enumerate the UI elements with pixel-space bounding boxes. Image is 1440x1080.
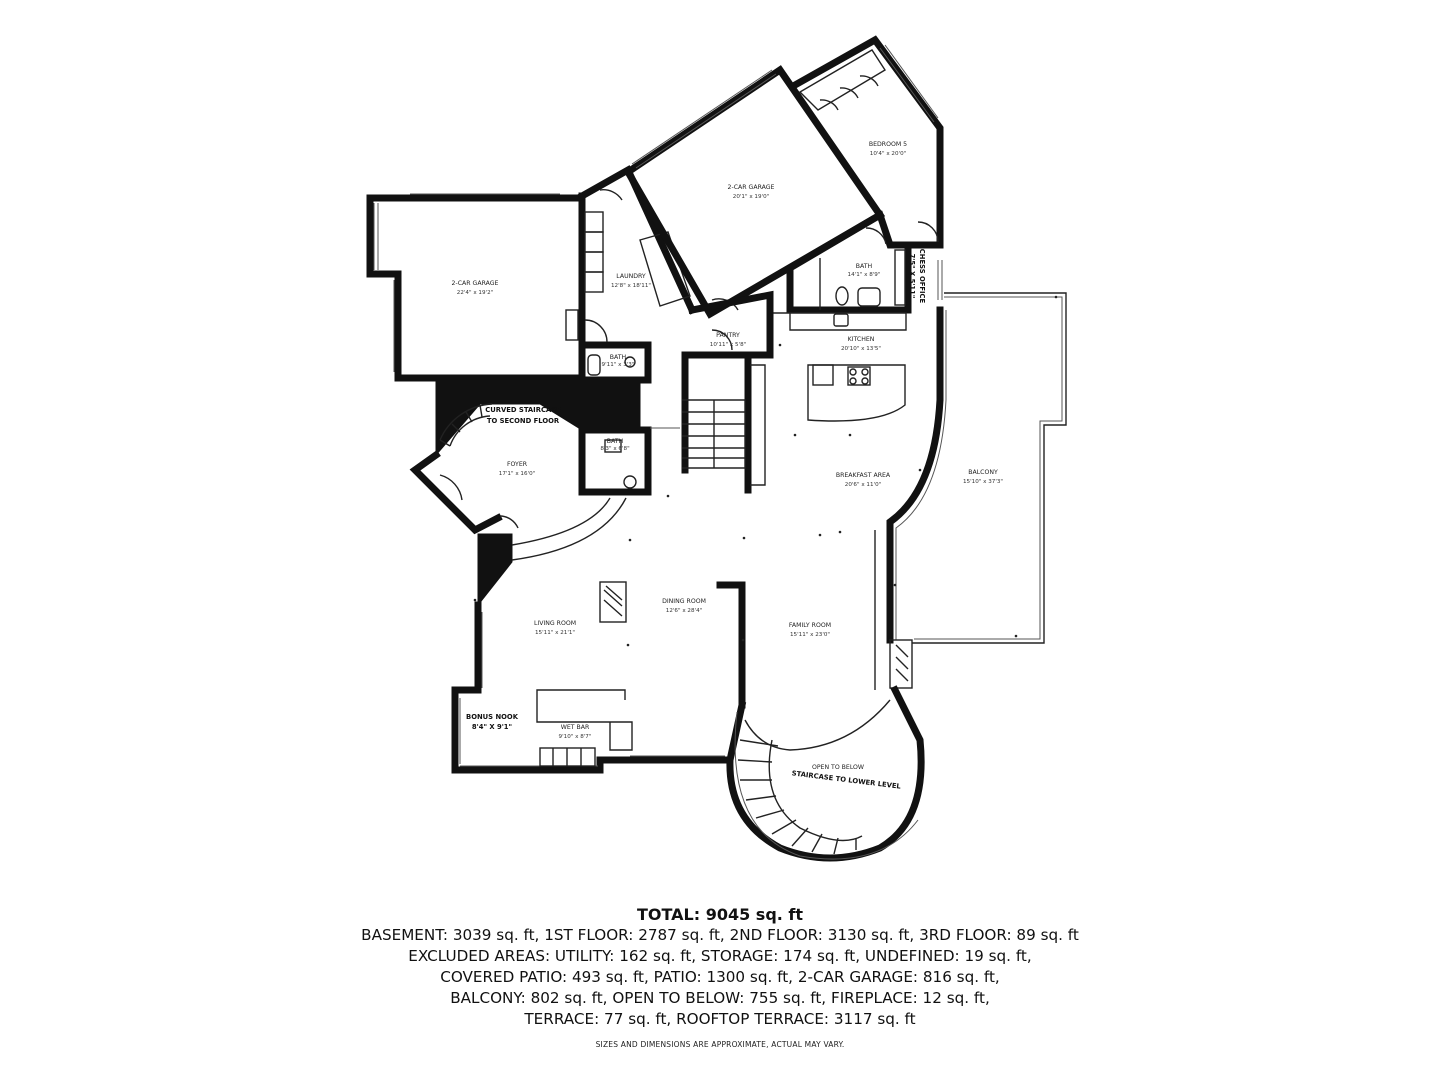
label-garage-right: 2-CAR GARAGE xyxy=(728,184,775,191)
dims-balcony: 15'10" x 37'3" xyxy=(963,479,1003,485)
label-kitchen: KITCHEN xyxy=(848,336,875,343)
label-garage-left: 2-CAR GARAGE xyxy=(452,280,499,287)
dims-pantry: 10'11" x 5'8" xyxy=(710,342,747,348)
living-walls xyxy=(451,581,746,774)
label-staircase-lower: STAIRCASE TO LOWER LEVEL xyxy=(791,769,902,790)
total-area: TOTAL: 9045 sq. ft xyxy=(636,905,804,924)
label-chess-office: CHESS OFFICE xyxy=(918,249,926,304)
label-balcony: BALCONY xyxy=(968,469,998,476)
dims-wet-bar: 9'10" x 8'7" xyxy=(559,734,592,740)
label-dining: DINING ROOM xyxy=(662,598,706,605)
dims-laundry: 12'8" x 18'11" xyxy=(611,283,651,289)
kitchen-walls xyxy=(766,306,907,422)
outlet-dots xyxy=(473,295,1058,647)
dims-bonus-nook: 8'4" X 9'1" xyxy=(472,723,512,731)
dims-breakfast: 20'6" x 11'0" xyxy=(845,482,882,488)
dims-chess-office: 7'5" X 5'11" xyxy=(908,254,916,299)
label-living: LIVING ROOM xyxy=(534,620,576,627)
summary-line-excluded: EXCLUDED AREAS: UTILITY: 162 sq. ft, STO… xyxy=(408,947,1032,965)
floor-plan: 2-CAR GARAGE 22'4" x 19'2" LAUNDRY 12'8"… xyxy=(366,35,1067,862)
label-bath-laundry: BATH xyxy=(610,354,627,361)
dims-bath-laundry: 9'11" x 3'3" xyxy=(602,362,635,368)
label-curved-staircase-1: CURVED STAIRCASE xyxy=(485,406,561,414)
bedroom5-walls xyxy=(790,35,944,249)
label-bath-foyer: BATH xyxy=(607,438,624,445)
label-bedroom5: BEDROOM 5 xyxy=(869,141,907,148)
solid-masses xyxy=(435,379,641,607)
label-family: FAMILY ROOM xyxy=(789,622,831,629)
label-bonus-nook: BONUS NOOK xyxy=(466,713,519,721)
dims-bath-upper: 14'1" x 8'9" xyxy=(848,272,881,278)
upper-bath-walls xyxy=(786,210,943,314)
label-wet-bar: WET BAR xyxy=(561,724,590,731)
label-pantry: PANTRY xyxy=(716,332,740,339)
dims-living: 15'11" x 21'1" xyxy=(535,630,575,636)
foyer-walls xyxy=(409,403,627,561)
dims-dining: 12'6" x 28'4" xyxy=(666,608,703,614)
balcony-area xyxy=(912,292,1067,644)
right-garage-walls xyxy=(623,65,886,319)
disclaimer: SIZES AND DIMENSIONS ARE APPROXIMATE, AC… xyxy=(595,1040,845,1049)
label-foyer: FOYER xyxy=(507,461,528,468)
area-summary: TOTAL: 9045 sq. ft BASEMENT: 3039 sq. ft… xyxy=(0,905,1440,1049)
label-bath-upper: BATH xyxy=(856,263,873,270)
label-open-below: OPEN TO BELOW xyxy=(812,764,864,771)
summary-line-floors: BASEMENT: 3039 sq. ft, 1ST FLOOR: 2787 s… xyxy=(361,926,1079,944)
spiral-staircase xyxy=(726,685,925,862)
summary-line-balcony: BALCONY: 802 sq. ft, OPEN TO BELOW: 755 … xyxy=(450,989,990,1007)
dims-garage-left: 22'4" x 19'2" xyxy=(457,290,494,296)
dims-foyer: 17'1" x 16'0" xyxy=(499,471,536,477)
small-bath-walls xyxy=(578,354,680,496)
dims-bath-foyer: 8'3" x 6'8" xyxy=(600,446,630,452)
summary-line-patio: COVERED PATIO: 493 sq. ft, PATIO: 1300 s… xyxy=(440,968,1000,986)
dims-bedroom5: 10'4" x 20'0" xyxy=(870,151,907,157)
label-laundry: LAUNDRY xyxy=(616,273,646,280)
dims-garage-right: 20'1" x 19'0" xyxy=(733,194,770,200)
dims-kitchen: 20'10" x 13'5" xyxy=(841,346,881,352)
summary-line-terrace: TERRACE: 77 sq. ft, ROOFTOP TERRACE: 311… xyxy=(524,1010,916,1028)
breakfast-curved-wall xyxy=(874,306,947,690)
pantry-walls xyxy=(681,290,774,494)
room-labels: 2-CAR GARAGE 22'4" x 19'2" LAUNDRY 12'8"… xyxy=(452,141,1004,791)
dims-family: 15'11" x 23'0" xyxy=(790,632,830,638)
label-curved-staircase-2: TO SECOND FLOOR xyxy=(487,417,560,425)
label-breakfast: BREAKFAST AREA xyxy=(836,472,891,479)
